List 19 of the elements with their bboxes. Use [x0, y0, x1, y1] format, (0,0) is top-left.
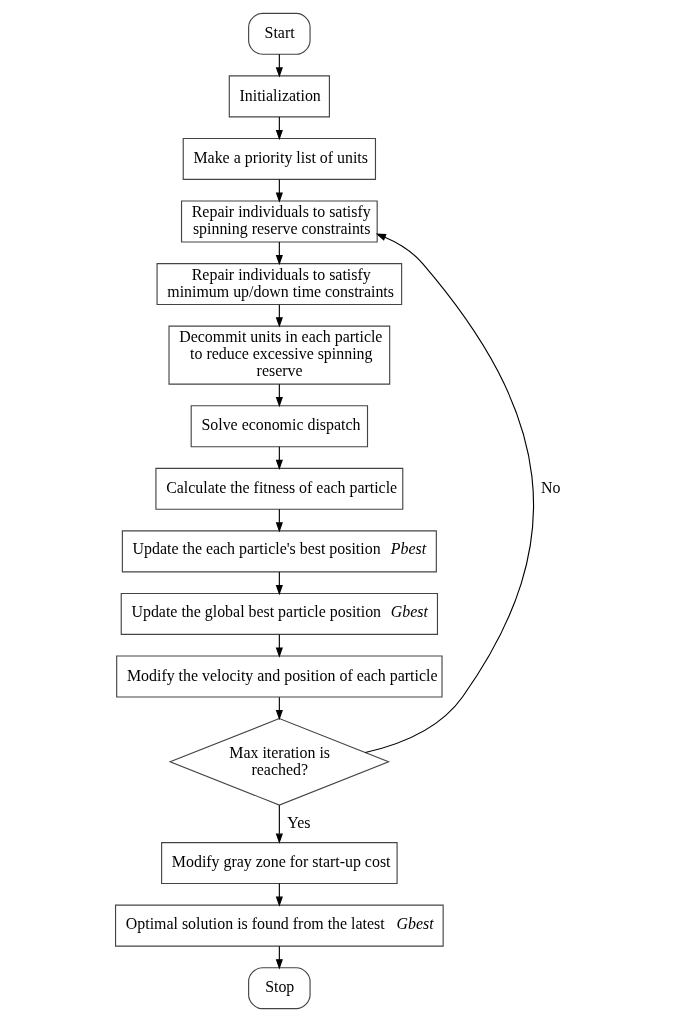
node-box: Solve economic dispatch	[190, 405, 368, 448]
node-box: Start	[247, 12, 311, 55]
node-box: Optimal solution is found from the latest Gbest	[114, 904, 444, 947]
arrow	[275, 804, 283, 844]
node-box: Repair individuals to satisfy minimum up/down time constraints	[156, 263, 402, 306]
node-box: Update the each particle's best position Pbest	[121, 530, 437, 573]
node-box: Update the global best particle position Gbest	[120, 592, 438, 635]
node-box: Modify the velocity and position of each particle	[115, 655, 443, 698]
node-box: Calculate the fitness of each particle	[154, 467, 403, 510]
node-box: Stop	[247, 967, 311, 1010]
node-box: Initialization	[228, 75, 330, 118]
arrow	[364, 233, 534, 754]
edge-label: No	[540, 479, 560, 497]
node-box: Decommit units in each particle to reduce excessive spinning reserve	[167, 325, 390, 385]
node-diamond: Max iteration is reached?	[168, 717, 390, 806]
node-box: Modify gray zone for start-up cost	[160, 842, 398, 885]
edge-label: Yes	[286, 814, 310, 832]
node-box: Make a priority list of units	[182, 137, 376, 180]
node-box: Repair individuals to satisfy spinning reserve constraints	[180, 200, 378, 243]
